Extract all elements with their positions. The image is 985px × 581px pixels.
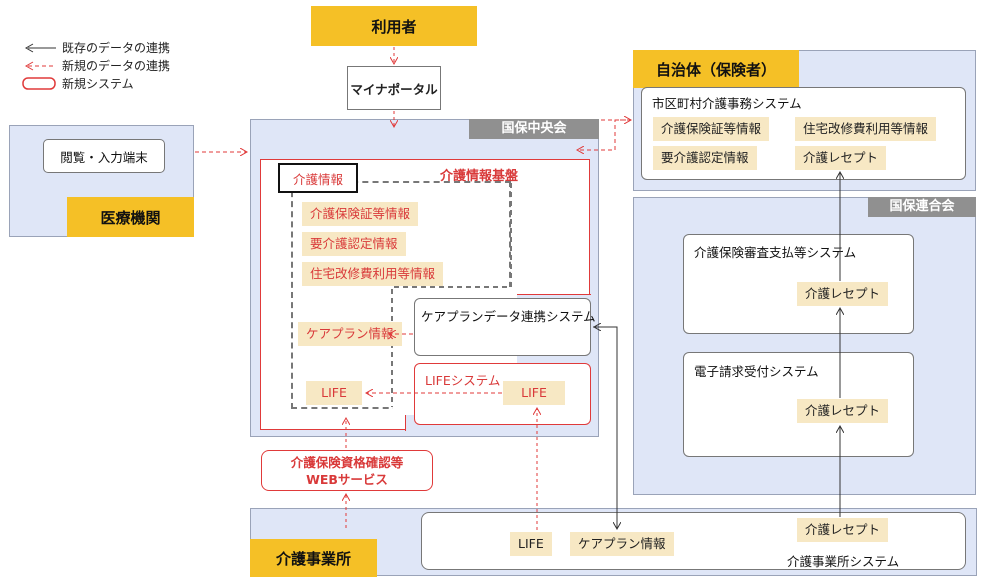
web-service-line2: WEBサービス <box>306 472 388 487</box>
web-service-line1: 介護保険資格確認等 <box>290 455 404 470</box>
legend-new-system: 新規システム <box>62 77 134 91</box>
kiban-item-ninntei: 要介護認定情報 <box>302 232 406 256</box>
terminal-box: 閲覧・入力端末 <box>43 139 165 173</box>
jichitai-item-ninntei: 要介護認定情報 <box>653 146 757 170</box>
myna-portal-label: マイナポータル <box>350 81 438 97</box>
legend-existing: 既存のデータの連携 <box>62 41 171 55</box>
kiban-item-jutaku: 住宅改修費利用等情報 <box>302 262 444 286</box>
jigyosho-item-receipt: 介護レセプト <box>797 518 889 542</box>
jigyosho-system-label: 介護事業所システム <box>787 554 900 569</box>
terminal-label: 閲覧・入力端末 <box>60 149 148 165</box>
legend-new: 新規のデータの連携 <box>62 59 171 73</box>
jichitai-item-jutaku: 住宅改修費利用等情報 <box>795 117 937 141</box>
kaigo-joho-label-box: 介護情報 <box>278 163 358 193</box>
kaigo-joho-label: 介護情報 <box>292 171 343 187</box>
careplan-system-label: ケアプランデータ連携システム <box>421 309 596 324</box>
careplan-system-box: ケアプランデータ連携システム <box>414 298 596 356</box>
life-system-item: LIFE <box>503 381 565 405</box>
jigyosho-item-life: LIFE <box>510 532 552 556</box>
legend: 既存のデータの連携 新規のデータの連携 新規システム <box>22 40 202 94</box>
jichitai-title: 自治体（保険者） <box>633 50 799 88</box>
kaigo-kiban-title: 介護情報基盤 <box>440 169 519 184</box>
jigyosho-title: 介護事業所 <box>250 539 377 577</box>
shinsa-receipt: 介護レセプト <box>797 282 889 306</box>
life-system-label: LIFEシステム <box>425 373 501 388</box>
jigyosho-item-careplan: ケアプラン情報 <box>570 532 674 556</box>
rengokai-header: 国保連合会 <box>868 197 976 217</box>
medical-title: 医療機関 <box>67 197 194 237</box>
kiban-item-life: LIFE <box>306 381 362 405</box>
myna-portal-box: マイナポータル <box>347 66 441 110</box>
seikyu-system-label: 電子請求受付システム <box>694 364 819 379</box>
web-service-box: 介護保険資格確認等 WEBサービス <box>261 450 433 491</box>
kiban-item-hokensho: 介護保険証等情報 <box>302 202 419 226</box>
legend-symbols <box>22 43 56 90</box>
kiban-item-careplan: ケアプラン情報 <box>298 322 402 346</box>
jichitai-item-receipt: 介護レセプト <box>795 146 887 170</box>
jichitai-item-hokensho: 介護保険証等情報 <box>653 117 770 141</box>
shinsa-system-label: 介護保険審査支払等システム <box>694 245 857 260</box>
seikyu-receipt: 介護レセプト <box>797 399 889 423</box>
kokuho-chuokai-header: 国保中央会 <box>469 119 599 139</box>
user-box: 利用者 <box>311 6 477 46</box>
jichitai-system-label: 市区町村介護事務システム <box>652 96 802 111</box>
